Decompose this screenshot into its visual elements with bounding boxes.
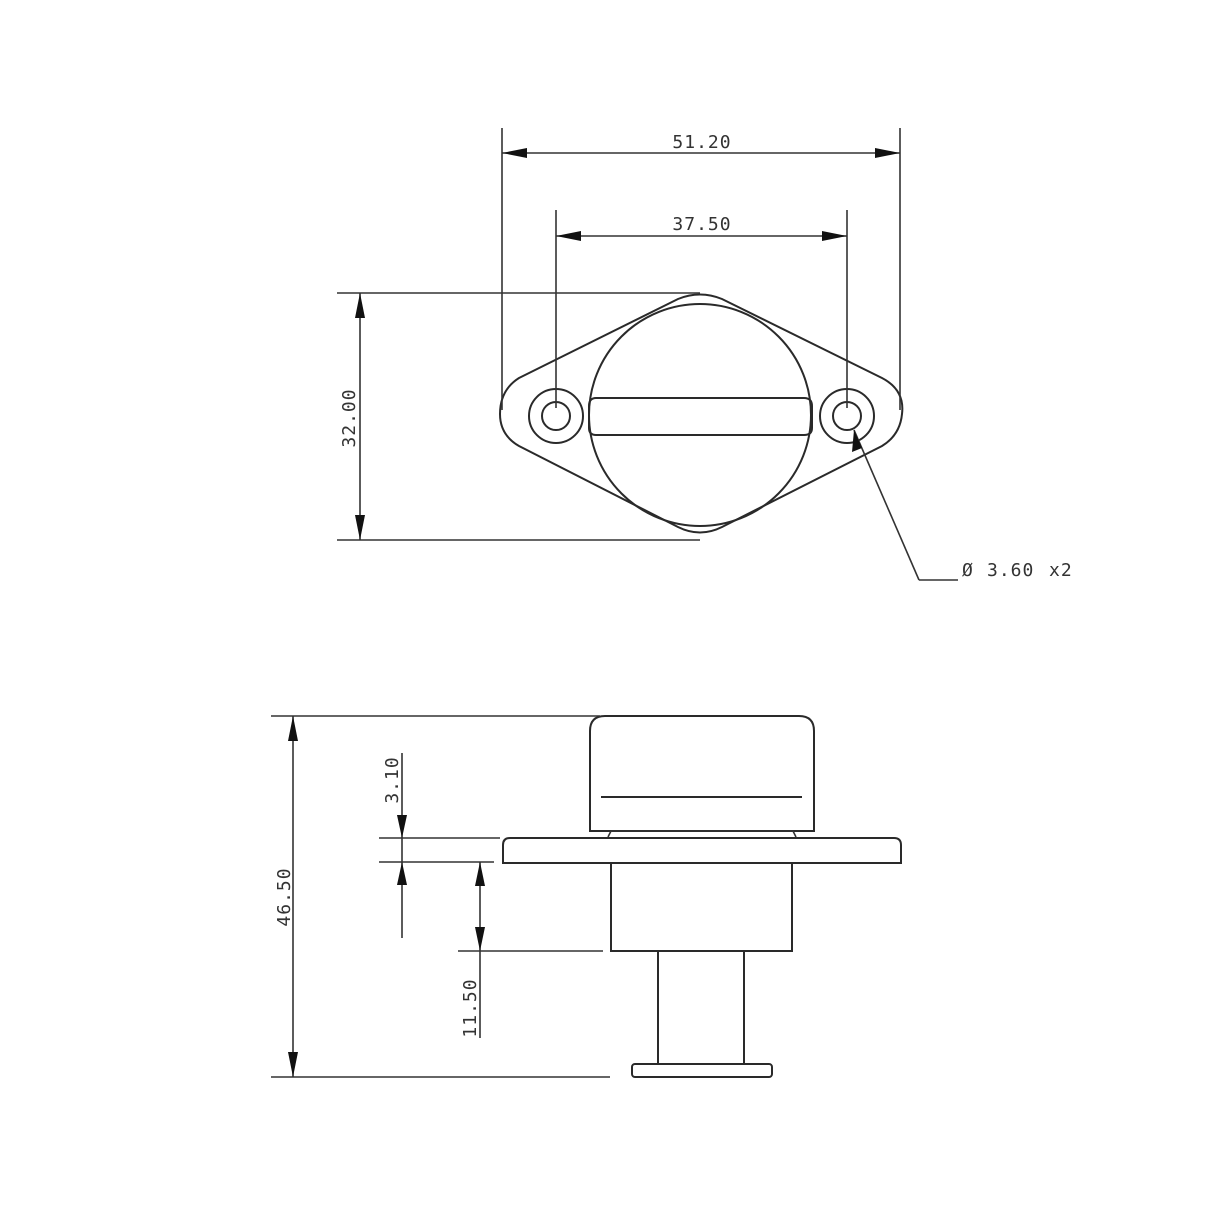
top-view [498, 293, 904, 534]
dim-label-11-50: 11.50 [460, 978, 481, 1037]
dim-label-51-20: 51.20 [672, 132, 731, 153]
flange-outline [498, 293, 904, 534]
dim-overall-height-top: 32.00 [337, 292, 700, 541]
dim-label-32-00: 32.00 [339, 388, 360, 447]
hole-callout-qty: x2 [1049, 560, 1073, 581]
flange-side [502, 837, 902, 864]
dim-flange-thickness: 3.10 [379, 753, 500, 938]
dim-hole-spacing: 37.50 [555, 210, 848, 408]
dim-label-46-50: 46.50 [274, 867, 295, 926]
hole-callout-symbol: Ø [962, 560, 974, 581]
knob-cap [589, 715, 815, 832]
dim-boss-height: 11.50 [458, 862, 603, 1038]
hole-callout-value: 3.60 [987, 560, 1034, 581]
washer [607, 830, 797, 838]
dim-overall-height-side: 46.50 [271, 715, 610, 1078]
base-plate [631, 1063, 773, 1078]
knob-slot [588, 397, 813, 436]
boss [610, 862, 793, 952]
dim-label-3-10: 3.10 [382, 756, 403, 803]
hole-callout: Ø 3.60 x2 [852, 429, 1073, 581]
side-view [502, 715, 902, 1078]
dim-label-37-50: 37.50 [672, 214, 731, 235]
knob-circle [588, 303, 812, 527]
dim-overall-width: 51.20 [501, 128, 901, 410]
